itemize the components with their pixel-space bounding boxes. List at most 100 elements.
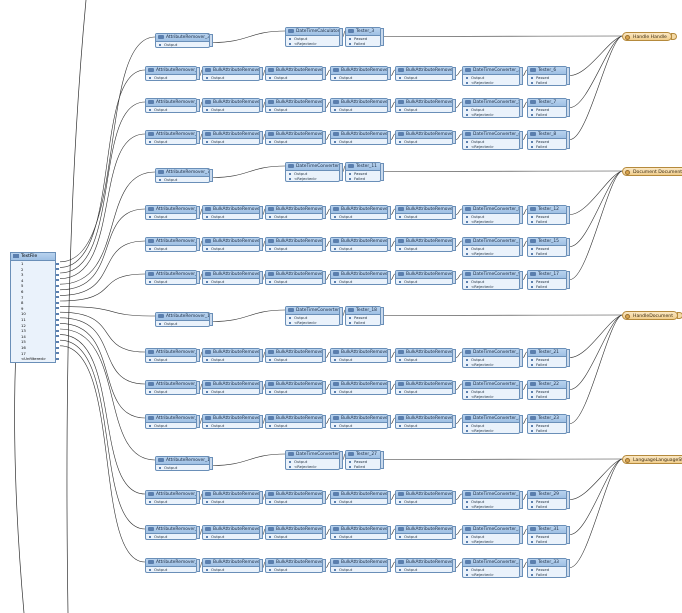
output-port[interactable]: Passed <box>528 567 566 572</box>
output-port[interactable]: Output <box>266 534 322 539</box>
transformer-node[interactable]: BulkAttributeRemover_20Output <box>202 130 263 145</box>
output-port[interactable]: Output <box>203 214 259 219</box>
output-port[interactable]: Output <box>396 423 452 428</box>
transformer-node[interactable]: BulkAttributeRemover_23Output <box>265 270 326 285</box>
reader-port[interactable]: 8 <box>11 300 59 306</box>
output-port[interactable]: Output <box>203 357 259 362</box>
transformer-node[interactable]: BulkAttributeRemover_47Output <box>202 490 263 505</box>
output-port[interactable]: Output <box>203 279 259 284</box>
output-port[interactable]: Output <box>146 75 196 80</box>
output-port[interactable]: Failed <box>346 320 380 325</box>
output-port[interactable]: Failed <box>528 284 566 289</box>
output-port[interactable]: Output <box>463 107 519 112</box>
transformer-node[interactable]: BulkAttributeRemover_28Output <box>330 348 391 363</box>
output-port[interactable]: Output <box>331 75 387 80</box>
transformer-node[interactable]: DateTimeConverter_13Output<Rejected> <box>285 450 343 470</box>
reader-port[interactable]: 2 <box>11 267 59 273</box>
output-port[interactable]: <Rejected> <box>463 219 519 224</box>
output-port[interactable]: Output <box>266 279 322 284</box>
output-port[interactable]: <Rejected> <box>463 572 519 577</box>
transformer-node[interactable]: BulkAttributeRemover_55Output <box>202 558 263 573</box>
output-port[interactable]: Output <box>266 423 322 428</box>
output-port[interactable]: Passed <box>346 171 380 176</box>
reader-port[interactable]: 9 <box>11 306 59 312</box>
output-port[interactable]: Passed <box>528 389 566 394</box>
output-port[interactable]: Output <box>146 107 196 112</box>
transformer-node[interactable]: BulkAttributeRemover_18Output <box>202 98 263 113</box>
reader-port[interactable]: <Unfiltered> <box>11 356 59 362</box>
output-port[interactable]: Output <box>146 534 196 539</box>
output-port[interactable]: <Rejected> <box>463 539 519 544</box>
output-port[interactable]: Output <box>146 357 196 362</box>
transformer-node[interactable]: BulkAttributeRemover_21Output <box>202 270 263 285</box>
output-port[interactable]: Passed <box>346 36 380 41</box>
output-port[interactable]: Output <box>331 279 387 284</box>
output-port[interactable]: Failed <box>528 428 566 433</box>
output-port[interactable]: <Rejected> <box>463 80 519 85</box>
output-port[interactable]: <Rejected> <box>286 464 339 469</box>
output-port[interactable]: Output <box>463 567 519 572</box>
output-port[interactable]: Output <box>396 357 452 362</box>
output-port[interactable]: Output <box>266 75 322 80</box>
output-port[interactable]: Output <box>331 534 387 539</box>
reader-port[interactable]: 4 <box>11 278 59 284</box>
output-port[interactable]: Output <box>331 389 387 394</box>
output-port[interactable]: Output <box>331 567 387 572</box>
transformer-node[interactable]: BulkAttributeRemover_24Output <box>330 270 391 285</box>
output-port[interactable]: <Rejected> <box>463 284 519 289</box>
output-port[interactable]: Output <box>266 214 322 219</box>
reader-port[interactable]: 13 <box>11 328 59 334</box>
output-port[interactable]: Failed <box>528 80 566 85</box>
output-port[interactable]: Failed <box>528 144 566 149</box>
output-port[interactable]: Output <box>396 279 452 284</box>
reader-port[interactable]: 12 <box>11 323 59 329</box>
transformer-node[interactable]: BulkAttributeRemover_42Output <box>265 380 326 395</box>
output-port[interactable]: Output <box>203 389 259 394</box>
reader-port[interactable]: 3 <box>11 272 59 278</box>
transformer-node[interactable]: BulkAttributeRemover_45Output <box>202 414 263 429</box>
output-port[interactable]: Output <box>266 567 322 572</box>
output-port[interactable]: Output <box>146 139 196 144</box>
output-port[interactable]: Output <box>203 75 259 80</box>
output-port[interactable]: Passed <box>528 107 566 112</box>
output-port[interactable]: <Rejected> <box>463 251 519 256</box>
transformer-node[interactable]: BulkAttributeRemover_13Output <box>265 66 326 81</box>
output-port[interactable]: Output <box>266 107 322 112</box>
output-port[interactable]: Output <box>331 246 387 251</box>
transformer-node[interactable]: BulkAttributeRemover_51Output <box>202 525 263 540</box>
output-port[interactable]: Output <box>146 279 196 284</box>
transformer-node[interactable]: BulkAttributeRemover_22Output <box>395 270 456 285</box>
output-port[interactable]: Passed <box>528 499 566 504</box>
output-port[interactable]: <Rejected> <box>463 504 519 509</box>
output-port[interactable]: Failed <box>528 219 566 224</box>
output-port[interactable]: Output <box>396 246 452 251</box>
output-port[interactable]: Output <box>463 75 519 80</box>
output-port[interactable]: Passed <box>528 279 566 284</box>
output-port[interactable]: Output <box>146 423 196 428</box>
transformer-node[interactable]: BulkAttributeRemover_56Output <box>265 558 326 573</box>
